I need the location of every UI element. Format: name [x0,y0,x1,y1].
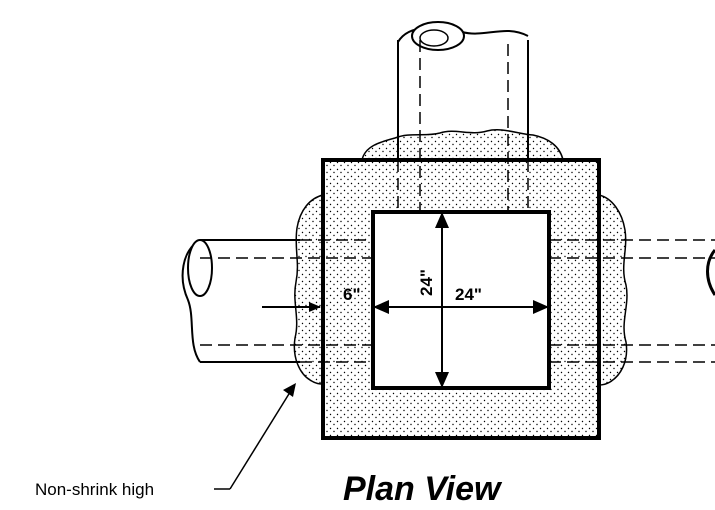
dimension-opening-width: 24" [455,285,482,304]
grout-top [361,129,564,161]
dimension-opening-height: 24" [417,269,436,296]
grout-left [293,194,324,385]
callout-label: Non-shrink high [35,480,154,499]
pipe-horizontal [181,239,715,363]
drawing-title: Plan View [343,470,503,508]
pipe-vertical [397,21,529,212]
callout-leader [214,383,296,490]
dimension-lines [262,212,549,388]
dimension-wall-thickness: 6" [343,285,361,304]
box-outer-outline [321,158,601,440]
box-opening [371,210,551,390]
grout-right [598,194,628,386]
box-wall [323,160,599,438]
